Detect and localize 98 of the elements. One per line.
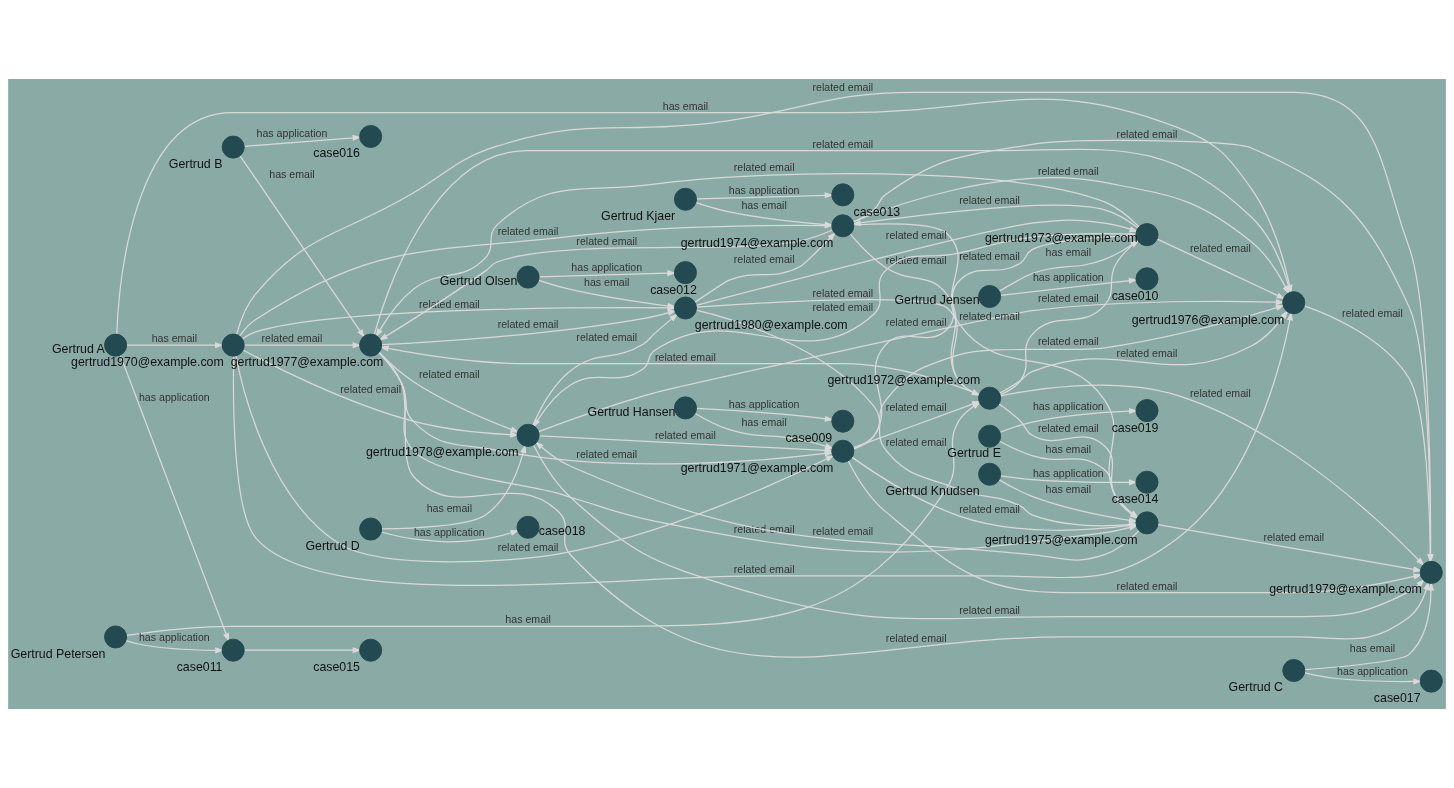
edge-label: related email (497, 225, 559, 238)
edge-label: related email (418, 368, 480, 381)
edge-label: related email (812, 81, 874, 94)
edge-label: related email (959, 502, 1020, 515)
edge-label: related email (959, 310, 1020, 323)
node-label: case011 (176, 660, 223, 675)
edge-label: related email (576, 234, 638, 247)
edge-label: has application (728, 397, 800, 410)
edge-label: has email (269, 167, 315, 180)
edge-label: has email (741, 198, 787, 211)
edge-label: has email (1045, 246, 1092, 259)
node-label: case009 (785, 431, 833, 446)
edge-label: related email (1037, 422, 1099, 435)
node-label: case010 (1111, 288, 1159, 303)
edge-label: related email (959, 249, 1020, 262)
edge-label: related email (1190, 241, 1251, 254)
edge-label: related email (812, 524, 874, 537)
edge-label: has application (1032, 466, 1104, 479)
edge-label: related email (1116, 127, 1178, 140)
node-label: gertrud1977@example.com (230, 355, 384, 370)
node-label: gertrud1979@example.com (1269, 582, 1422, 597)
node-label: Gertrud Jensen (894, 293, 980, 308)
edge-label: has email (505, 613, 551, 626)
edge-label: related email (885, 436, 947, 449)
node-label: Gertrud D (305, 539, 360, 554)
edge-label: related email (1116, 347, 1178, 360)
node-label: Gertrud Knudsen (885, 484, 980, 499)
edge-label: related email (1037, 165, 1099, 178)
node-label: case015 (313, 660, 360, 675)
edge-label: related email (1037, 334, 1099, 347)
edge-label: related email (812, 301, 874, 314)
edge-label: has email (426, 501, 473, 514)
edge-label: has application (1032, 400, 1104, 413)
edge-label: related email (885, 228, 947, 241)
edge-label: has email (741, 416, 787, 429)
node-label: Gertrud A (51, 341, 105, 356)
edge-label: related email (1116, 579, 1178, 592)
edge-label: related email (959, 604, 1020, 617)
node-label: case013 (853, 204, 901, 219)
node-label: case017 (1373, 691, 1421, 706)
node-label: gertrud1974@example.com (680, 235, 834, 250)
edge-label: has application (1337, 665, 1408, 678)
node-label: case012 (650, 282, 697, 297)
edge-label: related email (885, 401, 947, 414)
node-label: case019 (1111, 420, 1159, 435)
edge-label: has application (138, 631, 210, 643)
edge-label: related email (1342, 306, 1403, 319)
edge-label: related email (812, 137, 874, 150)
edge-label: related email (1190, 386, 1251, 399)
edge-label: has application (413, 525, 485, 538)
node-label: case018 (538, 523, 586, 538)
node-label: Gertrud C (1228, 680, 1283, 695)
edge-label: related email (885, 316, 947, 329)
node-label: Gertrud Kjaer (601, 209, 676, 224)
edge-label: has email (151, 332, 198, 345)
node-label: Gertrud B (168, 157, 223, 172)
edge-label: related email (576, 331, 638, 344)
edge-label: has application (138, 390, 210, 403)
edge-label: related email (1263, 531, 1325, 544)
edge-label: related email (733, 562, 795, 575)
edge-label: has application (1032, 271, 1104, 284)
node-label: gertrud1970@example.com (71, 355, 224, 370)
node-label: Gertrud Petersen (10, 646, 106, 661)
edge-label: related email (340, 383, 402, 396)
edge-label: has email (662, 99, 709, 112)
edge-label: related email (497, 317, 559, 330)
edge-label: has email (584, 276, 630, 289)
node-label: gertrud1972@example.com (827, 372, 981, 387)
node-label: gertrud1971@example.com (680, 461, 834, 476)
edge-label: related email (733, 161, 795, 174)
edge-label: related email (733, 523, 795, 536)
edge-label: has email (1045, 483, 1092, 496)
node-label: gertrud1975@example.com (984, 532, 1138, 547)
edge-label: has application (256, 127, 328, 139)
node-label: case016 (313, 146, 360, 161)
node-label: case014 (1111, 492, 1159, 507)
edge-label: related email (655, 429, 716, 442)
edge-label: related email (497, 540, 559, 553)
edge-label: has application (728, 183, 800, 196)
node-label: Gertrud E (947, 446, 1001, 461)
node-label: gertrud1976@example.com (1131, 312, 1285, 327)
edge-label: related email (812, 287, 874, 300)
node-label: Gertrud Olsen (439, 273, 518, 288)
node-label: gertrud1980@example.com (694, 317, 848, 332)
node-label: gertrud1973@example.com (984, 231, 1138, 246)
edge-label: has email (1045, 442, 1092, 455)
edge-label: related email (1037, 292, 1099, 305)
edge-label: related email (959, 194, 1020, 207)
edge-label: related email (576, 447, 638, 460)
edge-label: has application (571, 261, 643, 274)
edge-label: related email (655, 350, 716, 363)
edge-label: has email (1349, 641, 1396, 654)
edge-label: related email (733, 253, 795, 266)
edge-label: related email (885, 631, 947, 644)
node-label: Gertrud Hansen (587, 404, 676, 419)
edge-label: related email (885, 254, 947, 267)
node-label: gertrud1978@example.com (365, 445, 519, 460)
edge-label: related email (261, 332, 323, 345)
